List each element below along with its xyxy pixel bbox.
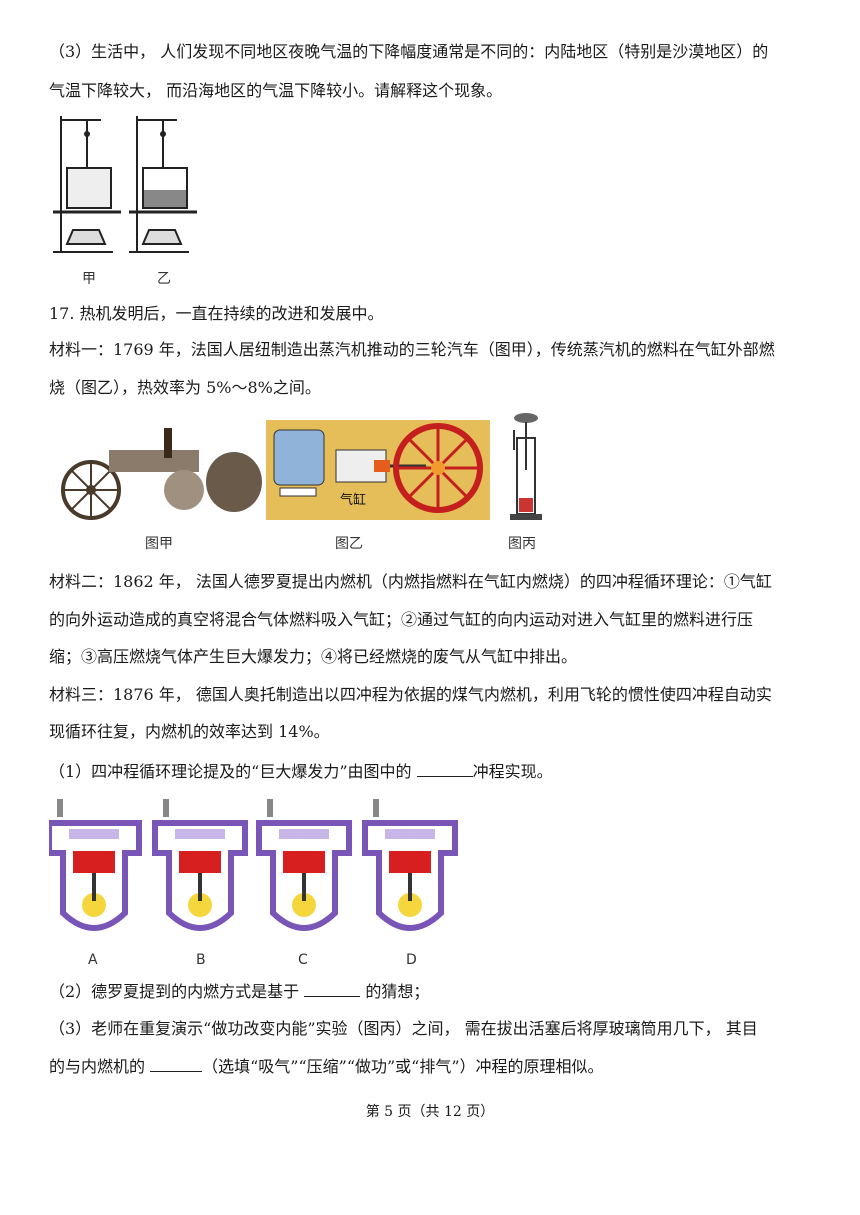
part2-answer-blank[interactable] [304, 982, 361, 997]
cylinder-label: 气缸 [340, 492, 366, 508]
heating-apparatus-figure [53, 116, 197, 253]
engine-label-a: A [88, 952, 98, 968]
part3-text-after: （选填“吸气”“压缩”“做功”或“排气”）冲程的原理相似。 [202, 1057, 604, 1076]
engine-label-c: C [298, 952, 308, 968]
part2-text-before: （2）德罗夏提到的内燃方式是基于 [49, 982, 305, 1001]
caption-tubing: 图丙 [508, 536, 536, 552]
part2-text-after: 的猜想； [360, 982, 430, 1001]
material2-line3: 缩；③高压燃烧气体产生巨大爆发力；④将已经燃烧的废气从气缸中排出。 [49, 647, 578, 666]
steam-car-figure [49, 420, 264, 520]
material2-line1: 材料二：1862 年， 法国人德罗夏提出内燃机（内燃指燃料在气缸内燃烧）的四冲程… [49, 572, 772, 591]
caption-tujia: 图甲 [145, 536, 173, 552]
part1-question: （1）四冲程循环理论提及的“巨大爆发力”由图中的 冲程实现。 [49, 762, 553, 782]
figure-label-yi: 乙 [157, 271, 171, 287]
caption-tuyi: 图乙 [335, 536, 363, 552]
page-footer: 第 5 页（共 12 页） [365, 1104, 495, 1120]
part1-text-before: （1）四冲程循环理论提及的“巨大爆发力”由图中的 [49, 762, 417, 781]
part2-question: （2）德罗夏提到的内燃方式是基于 的猜想； [49, 982, 429, 1002]
material1-line1: 材料一：1769 年，法国人居纽制造出蒸汽机推动的三轮汽车（图甲），传统蒸汽机的… [49, 340, 775, 359]
q16-part3-line2: 气温下降较大， 而沿海地区的气温下降较小。请解释这个现象。 [49, 81, 503, 100]
engine-label-b: B [196, 952, 206, 968]
part1-answer-blank[interactable] [416, 762, 473, 777]
q16-part3-line1: （3）生活中， 人们发现不同地区夜晚气温的下降幅度通常是不同的：内陆地区（特别是… [49, 42, 769, 61]
steam-engine-figure: 气缸 [266, 420, 490, 520]
material1-line2: 烧（图乙），热效率为 5%～8%之间。 [49, 378, 321, 397]
engine-label-d: D [406, 952, 417, 968]
fire-piston-figure [510, 413, 542, 520]
q17-title: 17. 热机发明后，一直在持续的改进和发展中。 [49, 304, 384, 323]
part3-line2: 的与内燃机的 （选填“吸气”“压缩”“做功”或“排气”）冲程的原理相似。 [49, 1057, 604, 1077]
material3-line1: 材料三：1876 年， 德国人奥托制造出以四冲程为依据的煤气内燃机，利用飞轮的惯… [49, 685, 772, 704]
part3-line1: （3）老师在重复演示“做功改变内能”实验（图丙）之间， 需在拔出活塞后将厚玻璃筒… [49, 1019, 758, 1038]
material3-line2: 现循环往复，内燃机的效率达到 14%。 [49, 722, 330, 741]
engine-strokes-figure [49, 793, 459, 943]
material2-line2: 的向外运动造成的真空将混合气体燃料吸入气缸；②通过气缸的向内运动对进入气缸里的燃… [49, 610, 754, 629]
part3-answer-blank[interactable] [150, 1057, 203, 1072]
figure-label-jia: 甲 [82, 271, 96, 287]
part3-text-before: 的与内燃机的 [49, 1057, 151, 1076]
part1-text-after: 冲程实现。 [472, 762, 553, 781]
